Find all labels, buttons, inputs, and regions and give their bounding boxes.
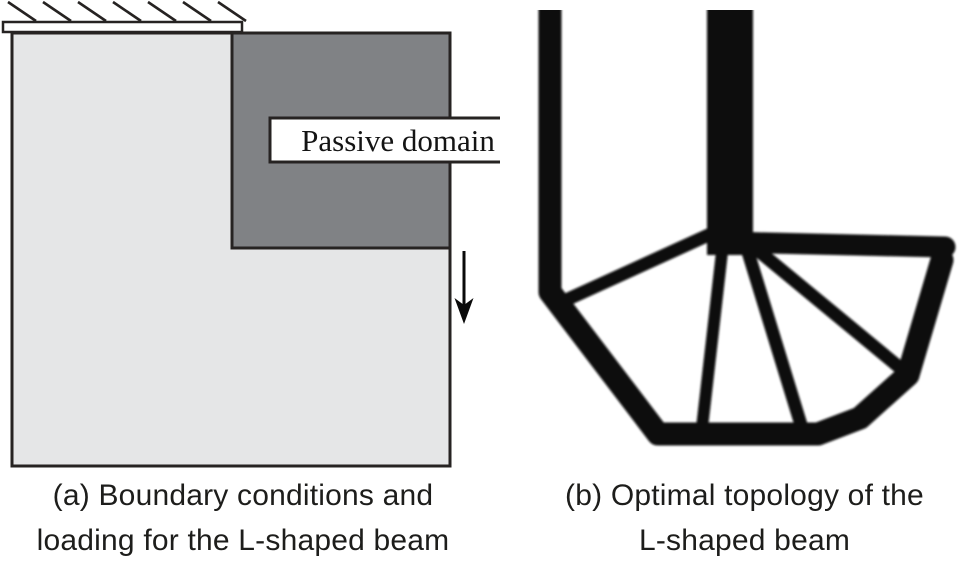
fixed-support-bar (1, 20, 244, 34)
passive-domain-label: Passive domain (301, 123, 495, 158)
panel-a-diagram: Passive domain (1, 0, 500, 468)
caption-b-line2: L-shaped beam (638, 524, 851, 557)
fixed-support-hatching-icon (7, 0, 247, 23)
topology-fan-member-2 (741, 245, 809, 435)
caption-a: (a) Boundary conditions and loading for … (0, 473, 486, 563)
passive-domain-label-box (268, 116, 500, 164)
caption-a-line2: loading for the L-shaped beam (36, 524, 450, 557)
caption-a-line1: (a) Boundary conditions and (52, 479, 434, 512)
topology-left-brace (559, 215, 744, 307)
caption-b-line1: (b) Optimal topology of the (565, 479, 924, 512)
load-arrow-head-icon (454, 298, 474, 324)
panel-b-topology-image (538, 10, 956, 446)
topology-right-column (707, 10, 753, 255)
caption-b: (b) Optimal topology of the L-shaped bea… (520, 473, 969, 563)
topology-structure (538, 10, 956, 446)
topology-top-chord (714, 231, 956, 258)
topology-fan-member-1 (696, 246, 728, 434)
topology-fan-member-3 (748, 241, 912, 379)
